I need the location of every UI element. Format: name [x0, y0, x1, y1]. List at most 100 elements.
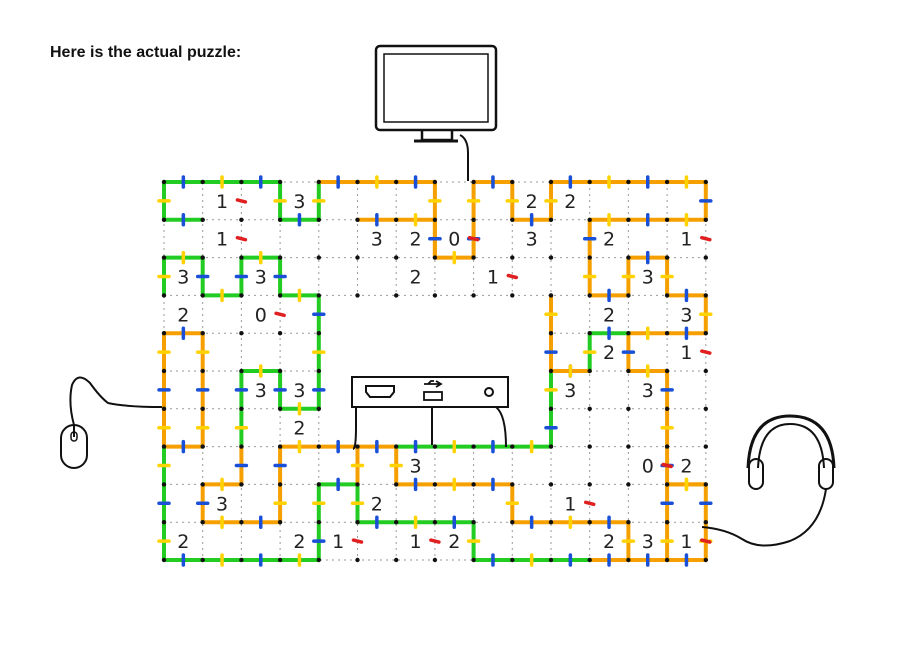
- grid-dot: [316, 406, 321, 411]
- grid-dot: [587, 179, 592, 185]
- clue-number: 3: [642, 380, 654, 402]
- grid-dot: [394, 179, 399, 185]
- grid-dot: [664, 520, 670, 525]
- clue-number: 2: [564, 191, 576, 213]
- grid-dot: [510, 520, 515, 525]
- grid-dot: [510, 293, 515, 298]
- grid-dot: [587, 217, 592, 222]
- grid-dot: [587, 482, 592, 487]
- grid-dot: [626, 179, 631, 185]
- grid-dot: [394, 482, 399, 487]
- grid-dot: [239, 331, 244, 336]
- grid-dot: [161, 179, 167, 185]
- clue-number: 1: [487, 267, 499, 289]
- clue-number: 1: [680, 229, 692, 251]
- grid-dot: [626, 368, 631, 374]
- grid-dot: [161, 217, 167, 222]
- grid-dot: [161, 482, 167, 487]
- grid-dot: [703, 368, 708, 374]
- grid-dot: [432, 482, 438, 487]
- grid-dot: [200, 444, 205, 449]
- clue-number: 2: [526, 191, 538, 213]
- hdmi-port-icon: [365, 385, 395, 398]
- grid-dot: [394, 557, 399, 563]
- usb-port-icon: [423, 380, 443, 401]
- cross-mark: [700, 538, 712, 544]
- grid-dot: [277, 255, 283, 260]
- grid-dot: [548, 444, 554, 449]
- grid-dot: [316, 217, 321, 222]
- grid-dot: [471, 557, 476, 563]
- center-hole: [320, 297, 549, 445]
- grid-dot: [587, 520, 592, 525]
- grid-dot: [355, 520, 360, 525]
- grid-dot: [277, 444, 283, 449]
- grid-dot: [548, 406, 554, 411]
- grid-dot: [355, 444, 360, 449]
- grid-dot: [200, 520, 205, 525]
- cross-mark: [274, 311, 286, 318]
- grid-dot: [703, 255, 708, 260]
- clue-number: 2: [293, 531, 305, 553]
- clue-number: 2: [603, 342, 615, 364]
- clue-number: 2: [410, 229, 422, 251]
- grid-dot: [239, 482, 244, 487]
- grid-dot: [277, 557, 283, 563]
- grid-dot: [703, 444, 708, 449]
- clue-number: 3: [680, 304, 692, 326]
- clue-number: 3: [255, 380, 267, 402]
- mouse-icon: [60, 376, 163, 469]
- grid-dot: [471, 217, 476, 222]
- grid-dot: [626, 293, 631, 298]
- grid-dot: [277, 406, 283, 411]
- grid-dot: [277, 368, 283, 374]
- grid-dot: [239, 368, 244, 374]
- puzzle-heading: Here is the actual puzzle:: [50, 44, 242, 61]
- grid-dot: [510, 217, 515, 222]
- grid-dot: [394, 217, 399, 222]
- grid-dot: [239, 179, 244, 185]
- grid-dot: [200, 179, 205, 185]
- cross-mark: [235, 198, 248, 204]
- grid-dot: [355, 217, 360, 222]
- grid-dot: [432, 217, 438, 222]
- grid-dot: [316, 444, 321, 449]
- hole-cover: [320, 297, 549, 445]
- grid-dot: [626, 557, 631, 563]
- grid-dot: [626, 406, 631, 411]
- grid-dot: [664, 482, 670, 487]
- grid-dot: [200, 255, 205, 260]
- grid-dot: [355, 482, 360, 487]
- cross-mark: [467, 235, 480, 242]
- grid-dot: [626, 520, 631, 525]
- grid-dot: [548, 293, 554, 298]
- clue-number: 1: [564, 493, 576, 515]
- grid-dot: [587, 444, 592, 449]
- grid-dot: [703, 293, 708, 298]
- grid-dot: [161, 293, 167, 298]
- grid-dot: [587, 255, 592, 260]
- grid-dot: [277, 217, 283, 222]
- grid-dot: [548, 520, 554, 525]
- grid-dot: [548, 255, 554, 260]
- grid-dot: [664, 217, 670, 222]
- grid-dot: [587, 557, 592, 563]
- grid-dot: [239, 557, 244, 563]
- grid-dot: [510, 255, 515, 260]
- clue-number: 1: [410, 531, 422, 553]
- grid-dot: [432, 293, 438, 298]
- grid-dot: [355, 293, 360, 298]
- grid-dot: [355, 557, 360, 563]
- grid-dot: [239, 406, 244, 411]
- grid-dot: [394, 293, 399, 298]
- grid-dot: [432, 179, 438, 185]
- grid-dot: [394, 255, 399, 260]
- grid-dot: [277, 482, 283, 487]
- console-box: [351, 376, 509, 450]
- grid-dot: [510, 444, 515, 449]
- grid-dot: [432, 444, 438, 449]
- grid-dot: [664, 255, 670, 260]
- cross-mark: [700, 235, 712, 242]
- grid-dot: [471, 255, 476, 260]
